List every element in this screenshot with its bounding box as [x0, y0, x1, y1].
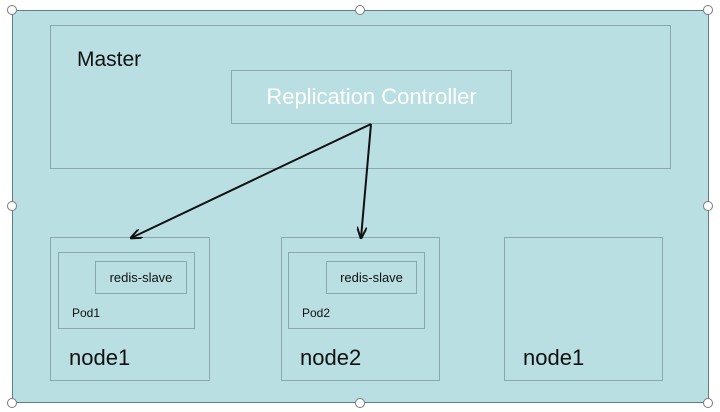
- node-box-1[interactable]: node1: [50, 237, 210, 381]
- node-label-3: node1: [523, 345, 585, 370]
- resize-handle-top-center[interactable]: [355, 5, 365, 15]
- resize-handle-bottom-right[interactable]: [703, 398, 713, 408]
- replication-controller-label: Replication Controller: [266, 84, 477, 109]
- redis-slave-label-1: redis-slave: [109, 270, 173, 285]
- resize-handle-bottom-center[interactable]: [355, 398, 365, 408]
- resize-handle-middle-left[interactable]: [7, 201, 17, 211]
- replication-controller-box[interactable]: Replication Controller: [231, 70, 512, 124]
- redis-slave-box-2[interactable]: redis-slave: [326, 261, 417, 294]
- resize-handle-bottom-left[interactable]: [7, 398, 17, 408]
- resize-handle-middle-right[interactable]: [703, 201, 713, 211]
- node-label-1: node1: [69, 345, 131, 370]
- redis-slave-label-2: redis-slave: [340, 270, 403, 285]
- redis-slave-box-1[interactable]: redis-slave: [95, 261, 187, 294]
- resize-handle-top-right[interactable]: [703, 5, 713, 15]
- pod-label-2: Pod2: [302, 306, 331, 320]
- pod-box-2[interactable]: Pod2: [288, 252, 425, 329]
- node-box-3[interactable]: node1: [504, 237, 663, 381]
- node-label-2: node2: [300, 345, 362, 370]
- master-title: Master: [77, 48, 142, 71]
- pod-label-1: Pod1: [72, 306, 101, 320]
- pod-box-1[interactable]: Pod1: [58, 252, 195, 329]
- resize-handle-top-left[interactable]: [7, 5, 17, 15]
